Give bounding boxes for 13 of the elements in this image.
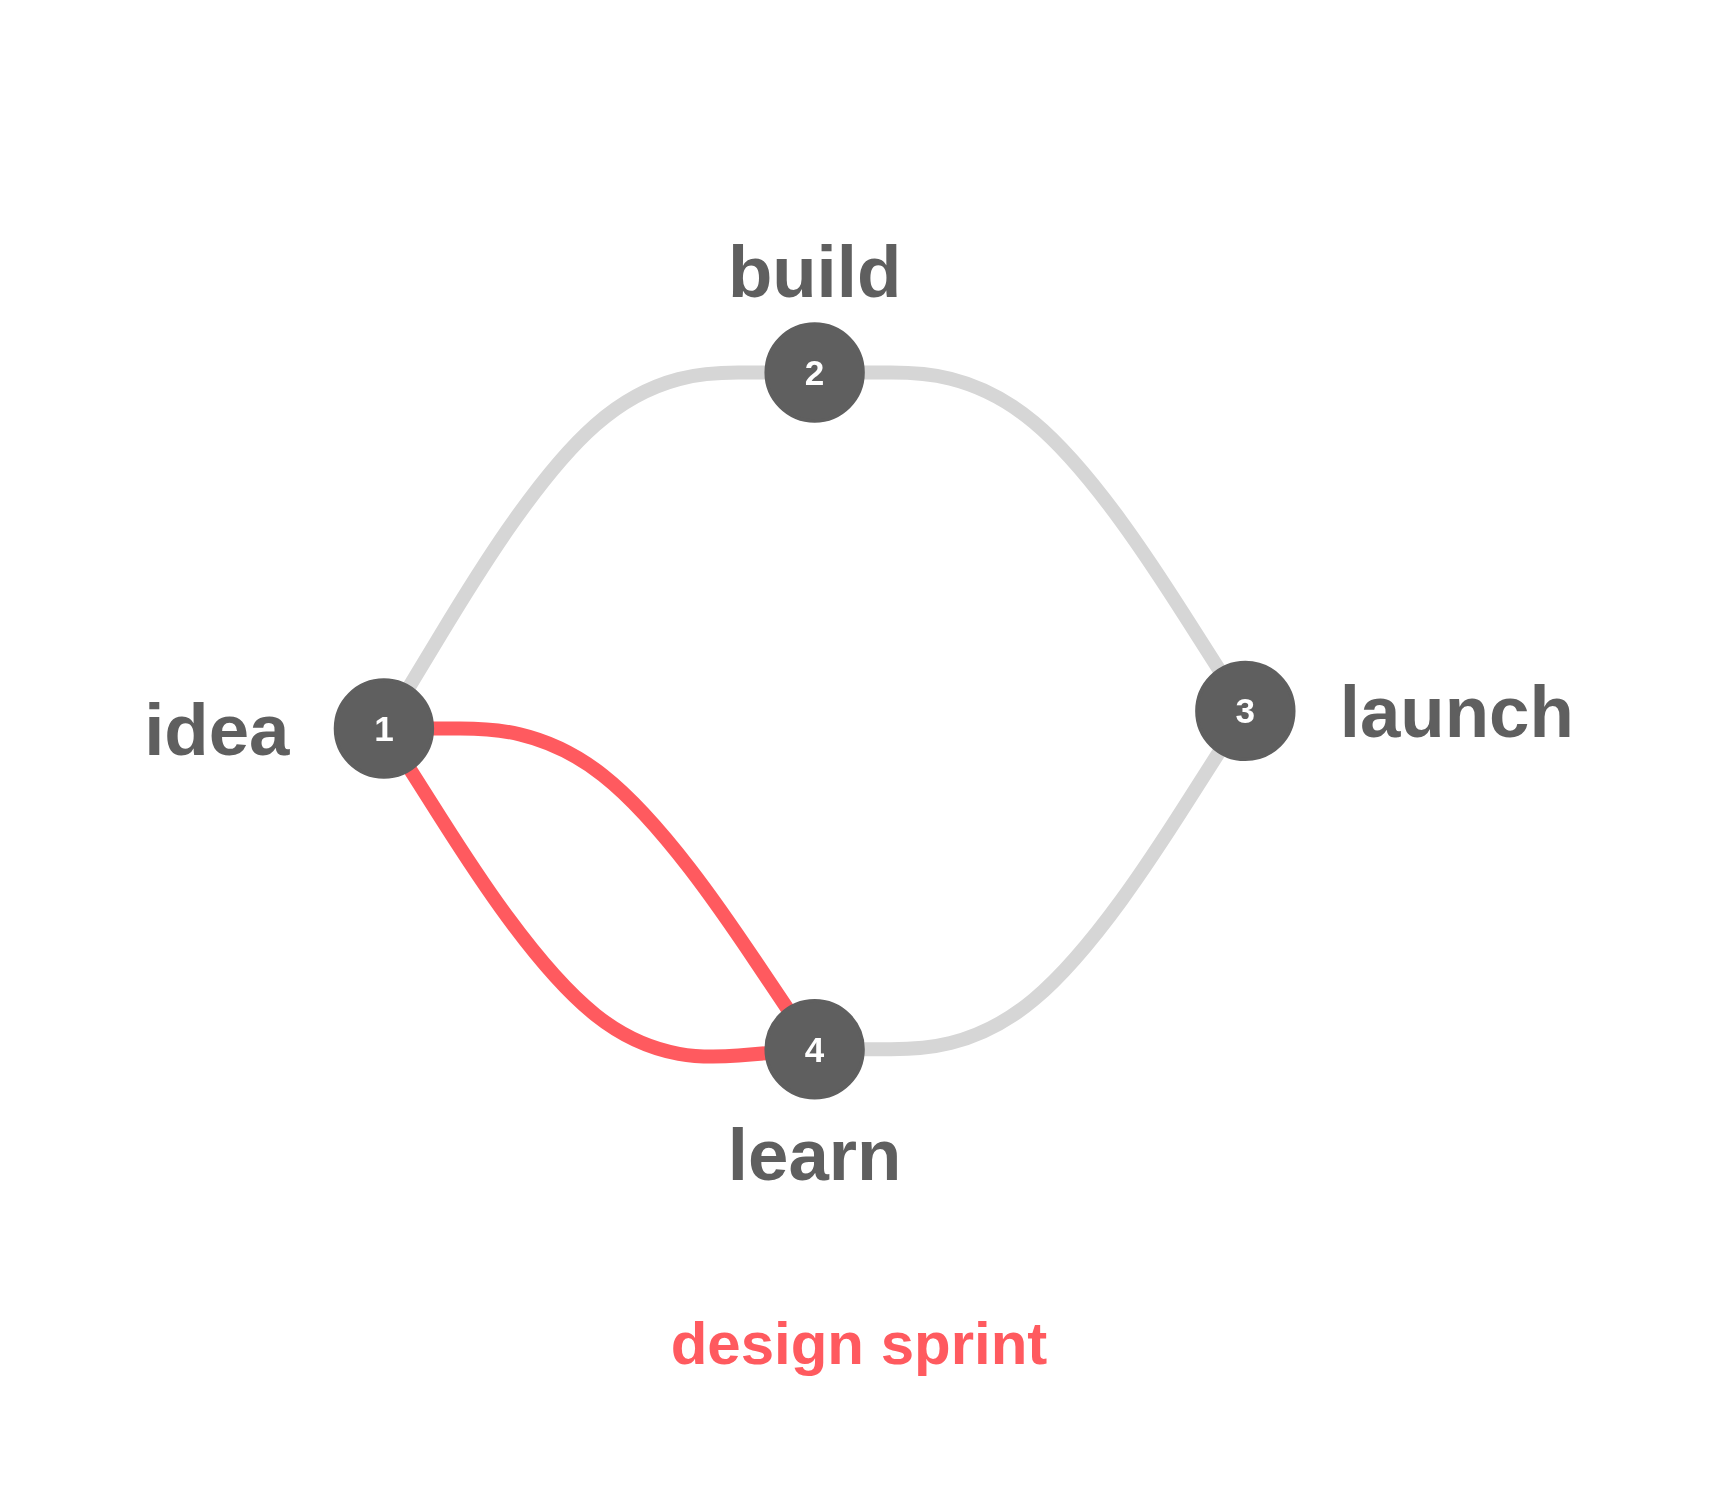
- connector: [404, 765, 767, 1064]
- node-circle: 2: [764, 321, 865, 423]
- node-caption: learn: [727, 1113, 902, 1195]
- node-circle: 4: [764, 998, 865, 1099]
- node-caption: idea: [144, 688, 290, 770]
- connector: [863, 747, 1226, 1056]
- connector: [432, 720, 794, 1013]
- diagram-label: design sprint: [670, 1308, 1048, 1378]
- node-caption: build: [727, 230, 902, 311]
- node-circle: 3: [1195, 660, 1296, 761]
- connector: [863, 365, 1226, 674]
- node-caption: launch: [1339, 670, 1574, 752]
- node-circle: 1: [333, 677, 435, 779]
